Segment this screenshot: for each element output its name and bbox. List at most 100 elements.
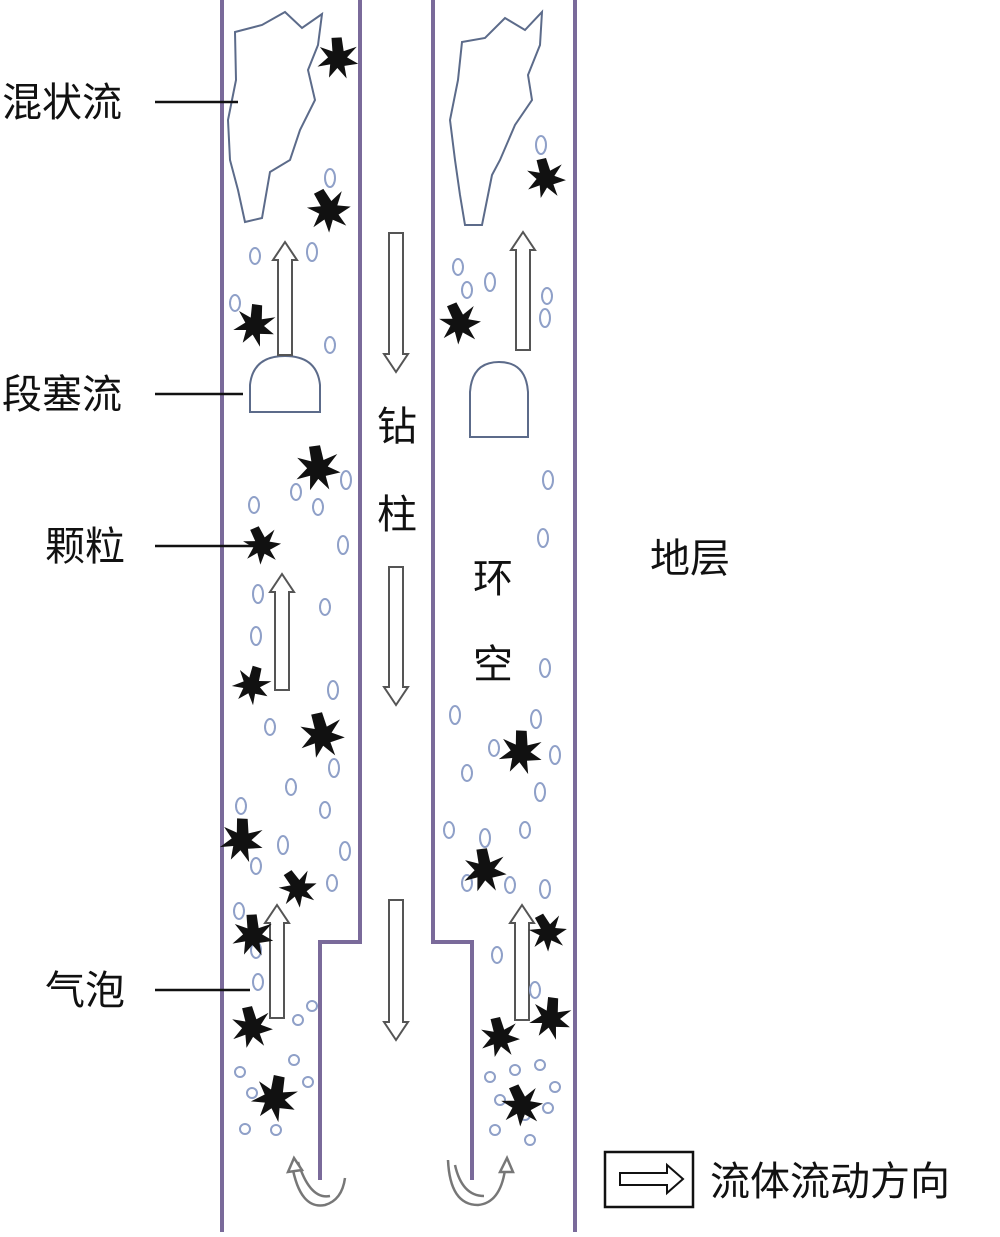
bubble-icon — [534, 782, 546, 802]
bubble-icon — [539, 658, 551, 678]
bubble-icon — [504, 876, 516, 894]
bubble-icon — [542, 1102, 554, 1114]
bubble-icon — [461, 764, 473, 782]
particle-icon — [462, 846, 509, 894]
mixed-flow-blob-right — [448, 9, 544, 226]
bubble-icon — [250, 626, 262, 646]
particle-icon — [495, 725, 548, 779]
bubble-icon — [306, 242, 318, 262]
particle-icon — [229, 298, 282, 352]
particle-icon — [300, 712, 345, 758]
return-curve-left-head — [285, 1155, 305, 1174]
particle-icon — [436, 298, 485, 348]
bubble-icon — [484, 1071, 496, 1083]
bubble-icon — [233, 902, 245, 920]
bubble-icon — [489, 1124, 501, 1136]
gas-bubbles — [229, 135, 561, 1146]
flow-arrow-up-icon — [268, 572, 296, 691]
bubble-icon — [461, 874, 473, 892]
bubble-icon — [250, 857, 262, 875]
particle-icon — [481, 1017, 520, 1057]
return-curve-left — [290, 1164, 347, 1207]
bubble-icon — [270, 1124, 282, 1136]
bubble-icon — [302, 1076, 314, 1088]
particle-icon — [294, 443, 343, 493]
flow-arrow-up-icon — [271, 240, 299, 356]
return-curve-right-head — [497, 1155, 515, 1174]
bubble-icon — [452, 258, 464, 276]
bubble-icon — [539, 879, 551, 899]
label-mixed-flow: 混状流 — [2, 80, 122, 126]
bubble-icon — [491, 946, 503, 964]
particle-icon — [216, 813, 269, 867]
bubble-icon — [264, 718, 276, 736]
particle-icon — [274, 863, 323, 913]
particle-icon — [525, 908, 572, 956]
bubble-icon — [541, 287, 553, 305]
flow-arrow-up-icon — [263, 903, 291, 1019]
bubble-icon — [530, 709, 542, 729]
bubble-icon — [328, 758, 340, 778]
bubble-icon — [319, 801, 331, 819]
bubble-icon — [229, 294, 241, 312]
legend: 流体流动方向 — [603, 1150, 950, 1209]
bubble-icon — [235, 797, 247, 815]
bubble-icon — [529, 981, 541, 999]
bubble-icon — [509, 1064, 521, 1076]
bubble-icon — [337, 535, 349, 555]
bubble-icon — [539, 308, 551, 328]
bubble-icon — [542, 470, 554, 490]
flow-arrow-up-icon — [508, 903, 536, 1021]
bubble-icon — [288, 1054, 300, 1066]
bubble-icon — [292, 1014, 304, 1026]
bubble-icon — [535, 135, 547, 155]
bubble-icon — [246, 1087, 258, 1099]
label-bubble: 气泡 — [45, 968, 125, 1014]
label-particle: 颗粒 — [45, 524, 125, 570]
bubble-icon — [324, 336, 336, 354]
bubble-icon — [443, 821, 455, 839]
bubble-icon — [534, 1059, 546, 1071]
label-drill-string-char-2: 柱 — [377, 492, 417, 538]
drill-string-left-wall — [318, 0, 362, 1180]
bubble-icon — [524, 1134, 536, 1146]
bubble-icon — [252, 584, 264, 604]
return-curve-right-inner — [453, 1164, 485, 1198]
bubble-icon — [494, 1094, 506, 1106]
mixed-flow-blob-left — [226, 10, 324, 224]
bit-return-curves — [285, 1155, 515, 1207]
bubble-icon — [239, 1123, 251, 1135]
label-slug-flow: 段塞流 — [2, 372, 122, 418]
particle-icon — [303, 183, 356, 237]
bubble-icon — [327, 680, 339, 700]
bubble-icon — [312, 498, 324, 516]
wellbore-walls — [220, 0, 577, 1232]
return-curve-left-inner — [296, 1161, 331, 1198]
bubble-icon — [252, 973, 264, 991]
drill-string-right-wall — [431, 0, 474, 1180]
leader-lines — [155, 100, 255, 992]
bubble-icon — [519, 821, 531, 839]
bubble-icon — [340, 470, 352, 490]
bubble-icon — [461, 281, 473, 299]
particle-icon — [527, 158, 566, 198]
slug-bubble-right — [469, 360, 529, 438]
bubble-icon — [479, 828, 491, 848]
label-annulus-char-2: 空 — [473, 642, 513, 688]
bubble-icon — [249, 247, 261, 265]
bubble-icon — [306, 1000, 318, 1012]
particle-icon — [226, 659, 278, 711]
bubble-icon — [324, 168, 336, 188]
bubble-icon — [319, 598, 331, 616]
bubble-icon — [549, 745, 561, 765]
label-annulus-char-1: 环 — [473, 556, 513, 602]
bubble-icon — [449, 705, 461, 725]
bubble-icon — [277, 835, 289, 855]
bubble-icon — [537, 528, 549, 548]
bubble-icon — [488, 739, 500, 757]
bubble-icon — [248, 496, 260, 514]
bubble-icon — [484, 272, 496, 292]
flow-arrow-down-icon — [382, 566, 410, 707]
